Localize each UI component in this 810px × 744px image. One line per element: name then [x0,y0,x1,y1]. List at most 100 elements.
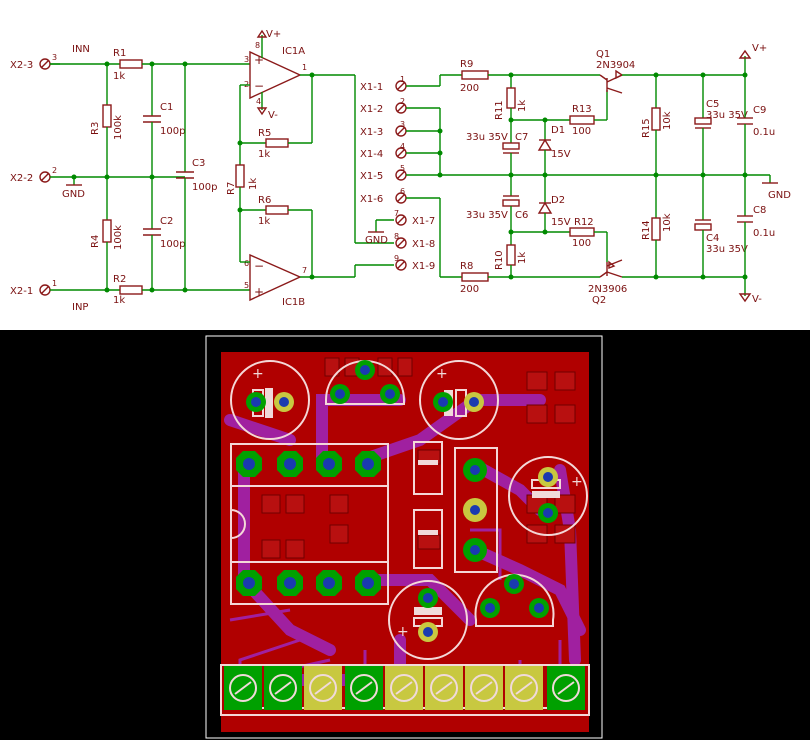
r1-symbol [119,59,143,69]
c6-symbol [502,199,520,207]
x2-2-label: X2-2 [10,173,33,184]
terminal-block-outline [220,664,590,716]
svg-text:0.1u: 0.1u [753,228,775,239]
svg-text:10k: 10k [662,111,673,130]
svg-text:7: 7 [302,266,307,275]
svg-text:R1: R1 [113,48,126,59]
gnd-label-input: GND [62,189,85,200]
svg-text:4: 4 [400,142,405,151]
svg-text:200: 200 [460,284,479,295]
d1-symbol [537,138,553,151]
svg-text:1: 1 [400,75,405,84]
svg-text:X1-2: X1-2 [360,104,383,115]
svg-text:3: 3 [400,120,405,129]
r10-symbol [506,244,516,266]
svg-text:1k: 1k [258,149,270,160]
svg-text:−: − [254,259,264,273]
terminal-block-pads [224,666,585,710]
ic1-pads [236,451,381,596]
r9-symbol [461,70,489,80]
svg-text:X1-4: X1-4 [360,149,383,160]
svg-text:8: 8 [255,41,260,50]
svg-text:1k: 1k [258,216,270,227]
svg-text:Q2: Q2 [592,295,606,306]
svg-text:IC1B: IC1B [282,297,305,308]
svg-text:1k: 1k [517,252,528,264]
svg-text:X1-6: X1-6 [360,194,383,205]
c7-symbol [502,142,520,150]
svg-text:4: 4 [256,97,261,106]
gnd-label-x1: GND [365,235,388,246]
r13-symbol [569,115,595,125]
svg-text:X1-7: X1-7 [412,216,435,227]
gnd-label-rail: GND [768,190,791,201]
svg-text:R14: R14 [641,220,652,240]
side-pads [463,458,487,562]
svg-text:8: 8 [394,232,399,241]
transistor-side-footprint [454,447,498,573]
svg-text:X1-1: X1-1 [360,82,383,93]
ic1-outline [230,443,389,605]
vplus-label-ic1a: V+ [266,29,281,40]
x2-3-label: X2-3 [10,60,33,71]
svg-text:6: 6 [400,187,405,196]
svg-text:X1-3: X1-3 [360,127,383,138]
svg-text:R4: R4 [90,235,101,248]
svg-text:200: 200 [460,83,479,94]
r15-symbol [651,107,661,131]
q2-symbol [599,259,623,278]
svg-text:C6: C6 [515,210,528,221]
svg-text:7: 7 [394,209,399,218]
svg-text:2: 2 [52,166,57,175]
schematic-view: X2-3 3 X2-2 2 GND X2-1 1 INN INP R1 1k R… [0,0,810,330]
svg-text:1k: 1k [113,71,125,82]
svg-text:R6: R6 [258,195,271,206]
svg-text:2N3904: 2N3904 [596,60,635,71]
svg-text:C3: C3 [192,158,205,169]
x2-1-label: X2-1 [10,286,33,297]
svg-text:R2: R2 [113,274,126,285]
svg-text:+: + [254,53,264,67]
svg-text:+: + [436,366,448,382]
svg-text:5: 5 [244,281,249,290]
r8-symbol [461,272,489,282]
svg-text:R5: R5 [258,128,271,139]
cap-c4-footprint: + [388,580,468,660]
r2-symbol [119,285,143,295]
diode-d1-outline [413,441,443,495]
r7-symbol [235,164,245,188]
svg-text:X1-8: X1-8 [412,239,435,250]
svg-text:−: − [254,79,264,93]
cap-c7-footprint: + [419,360,499,440]
c4-symbol [694,223,712,231]
r5-symbol [265,138,289,148]
r6-symbol [265,205,289,215]
svg-text:R12: R12 [574,217,594,228]
pcb-drawing: + + + + [205,335,603,739]
svg-text:33u 35V: 33u 35V [466,132,508,143]
svg-text:100: 100 [572,238,591,249]
svg-text:100k: 100k [113,225,124,250]
svg-text:100: 100 [572,126,591,137]
svg-text:C7: C7 [515,132,528,143]
svg-text:3: 3 [52,53,57,62]
svg-text:9: 9 [394,254,399,263]
svg-text:1k: 1k [113,295,125,306]
svg-text:R9: R9 [460,59,473,70]
cap-c6-footprint: + [230,360,310,440]
svg-text:2N3906: 2N3906 [588,284,627,295]
vplus-label-rail: V+ [752,43,767,54]
svg-text:15V: 15V [551,217,571,228]
svg-text:5: 5 [400,164,405,173]
svg-text:0.1u: 0.1u [753,127,775,138]
transistor-bottom-footprint [474,573,555,627]
svg-text:R11: R11 [494,100,505,120]
d2-symbol [537,201,553,214]
svg-text:10k: 10k [662,213,673,232]
svg-text:2: 2 [400,97,405,106]
schematic-drawing: X2-3 3 X2-2 2 GND X2-1 1 INN INP R1 1k R… [10,29,791,313]
svg-text:IC1A: IC1A [282,46,305,57]
pcb-view: + + + + [0,330,810,740]
svg-text:C1: C1 [160,102,173,113]
svg-text:C4: C4 [706,233,719,244]
